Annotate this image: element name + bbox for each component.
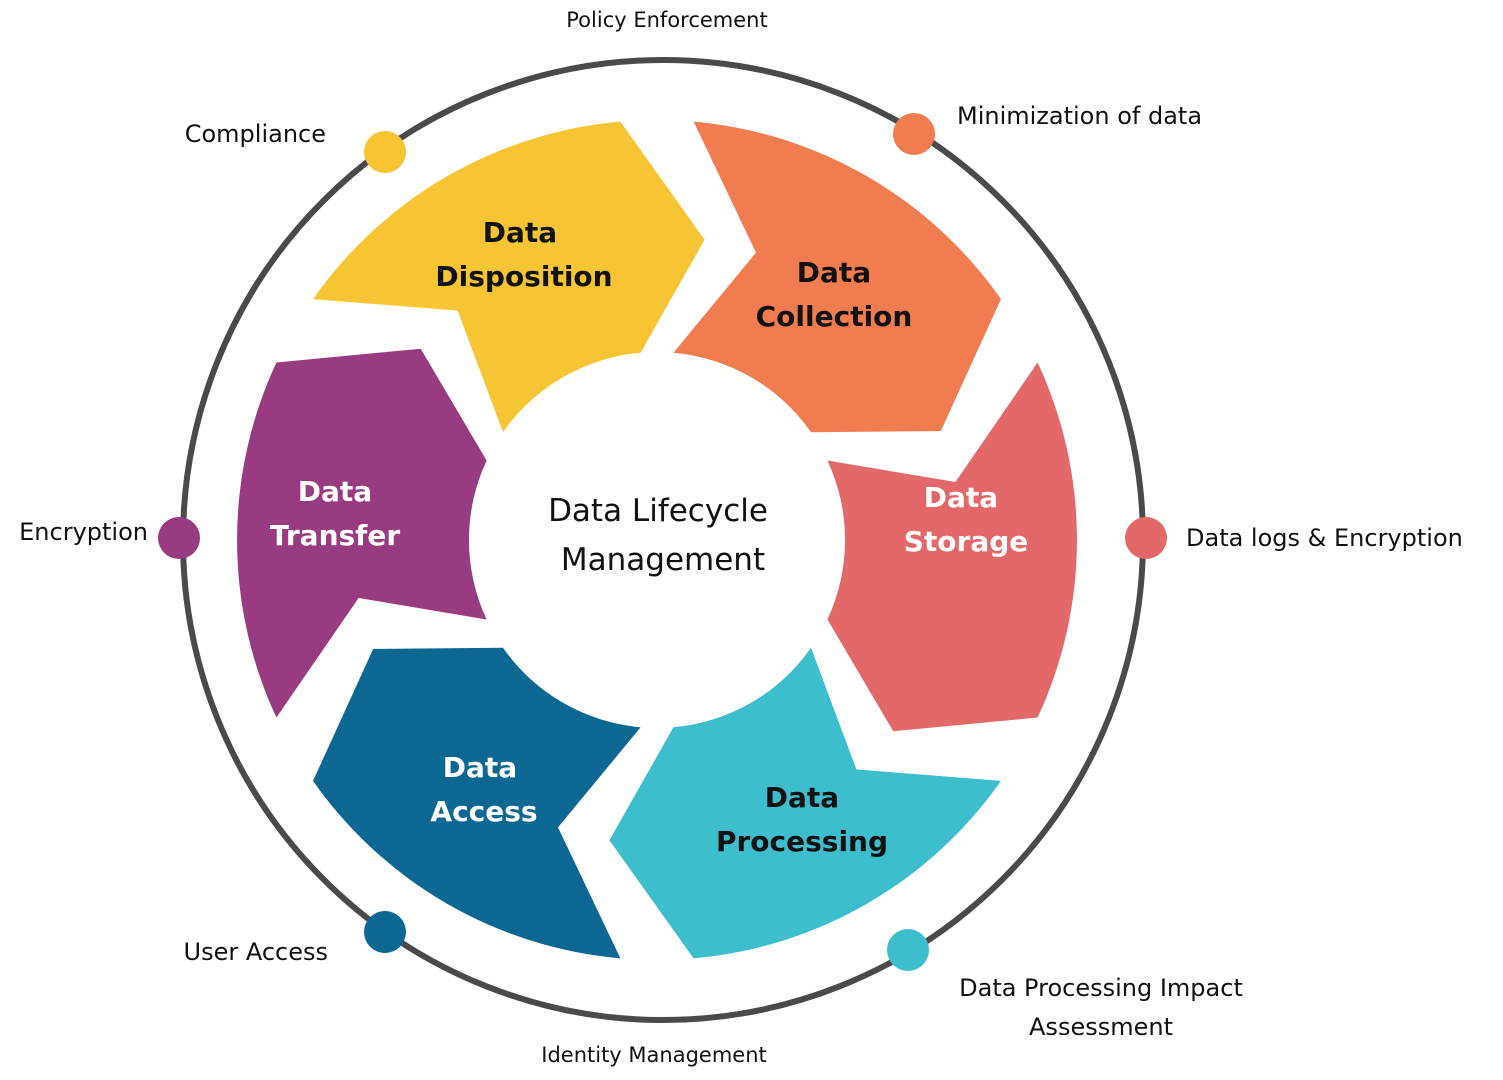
stage-label-processing-line1: Data (765, 781, 839, 814)
center-title-line1: Data Lifecycle (548, 493, 768, 529)
stage-label-storage: Data Storage (904, 481, 1029, 558)
stage-label-access-line1: Data (443, 751, 517, 784)
stage-label-storage-line2: Storage (904, 525, 1029, 558)
segment-storage (827, 362, 1077, 732)
label-dpia-line2: Assessment (1029, 1013, 1173, 1041)
stage-label-processing-line2: Processing (716, 825, 888, 858)
segment-processing (609, 647, 1001, 959)
label-data-logs: Data logs & Encryption (1186, 524, 1463, 552)
stage-label-access: Data Access (430, 751, 537, 828)
segment-collection (673, 121, 1001, 433)
label-compliance: Compliance (185, 120, 326, 148)
label-minimization: Minimization of data (957, 102, 1202, 130)
stage-label-collection-line2: Collection (756, 300, 913, 333)
stage-label-transfer: Data Transfer (270, 475, 400, 552)
stage-label-disposition: Data Disposition (435, 216, 612, 293)
segment-disposition (313, 121, 705, 433)
label-identity-management: Identity Management (541, 1043, 767, 1067)
segment-transfer (237, 348, 487, 718)
marker-encryption (158, 517, 200, 559)
label-dpia-line1: Data Processing Impact (959, 974, 1243, 1002)
marker-user-access (364, 911, 406, 953)
stage-label-storage-line1: Data (924, 481, 998, 514)
stage-segments (237, 121, 1077, 959)
label-user-access: User Access (184, 938, 329, 966)
center-title-line2: Management (561, 542, 765, 578)
stage-label-processing: Data Processing (716, 781, 888, 858)
stage-label-access-line2: Access (430, 795, 537, 828)
label-policy-enforcement: Policy Enforcement (566, 8, 767, 32)
stage-label-collection: Data Collection (756, 256, 913, 333)
stage-label-transfer-line1: Data (298, 475, 372, 508)
marker-compliance (364, 131, 406, 173)
label-encryption: Encryption (19, 518, 148, 546)
stage-label-collection-line1: Data (797, 256, 871, 289)
marker-minimization (893, 113, 935, 155)
stage-label-disposition-line2: Disposition (435, 260, 612, 293)
segment-access (313, 647, 641, 959)
stage-label-transfer-line2: Transfer (270, 519, 400, 552)
stage-label-disposition-line1: Data (483, 216, 557, 249)
marker-dpia (887, 929, 929, 971)
marker-data-logs (1125, 517, 1167, 559)
